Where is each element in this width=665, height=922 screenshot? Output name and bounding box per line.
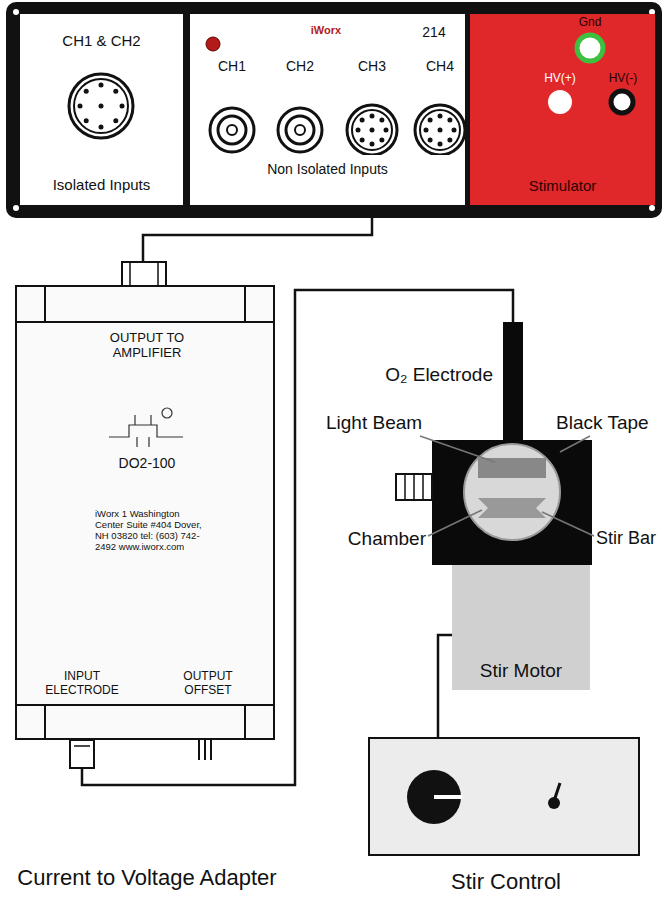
light-beam [478, 458, 546, 478]
black-tape-block [432, 440, 592, 565]
node-label: Stir Motor [452, 660, 590, 682]
node-label: iWorx 1 Washington Center Suite #404 Dov… [95, 509, 205, 553]
leader-line [560, 436, 590, 452]
node-label: CH4 [402, 58, 478, 74]
plug-ridge [129, 262, 131, 286]
nozzle-ridge [413, 474, 415, 500]
plug-ridge [157, 262, 159, 286]
nozzle-ridge [422, 474, 424, 500]
node-label: CH2 [262, 58, 338, 74]
stir-motor: Stir Motor [452, 565, 590, 690]
part-label: Chamber [318, 528, 426, 550]
node-label: OUTPUT OFFSET [165, 670, 251, 698]
panel-frame [6, 2, 662, 218]
node-label: DO2-100 [77, 455, 217, 471]
node-label: CH1 [194, 58, 270, 74]
stir-bar [478, 498, 546, 518]
part-label: Gnd [570, 16, 610, 30]
inlet-nozzle [396, 474, 432, 500]
non-isolated-input-section: Non Isolated InputsCH1CH2CH3CH4 [190, 14, 465, 205]
node-label: OUTPUT TO AMPLIFIER [102, 331, 192, 361]
cable-plug [122, 262, 166, 286]
screw-hole [13, 9, 19, 15]
node-label: Isolated Inputs [20, 176, 183, 193]
channel-jack: CH3 [344, 58, 400, 155]
stir-control: Stir Control [368, 737, 640, 856]
bnc-connector [70, 740, 94, 768]
current-to-voltage-adapter: OUTPUT TO AMPLIFIER DO2-100 iWorx 1 Washin… [15, 285, 275, 740]
screw-hole [649, 205, 655, 211]
node-label: Current to Voltage Adapter [17, 865, 277, 890]
part-label: Stir Bar [596, 528, 662, 549]
stir-control-knobs [370, 739, 638, 854]
part-label: HV(-) [600, 72, 646, 86]
stimulator-terminals [470, 14, 655, 205]
nozzle-ridge [404, 474, 406, 500]
node-label: CH3 [334, 58, 410, 74]
cable [438, 635, 452, 737]
channel-jack: CH4 [412, 58, 468, 155]
bnc-ridge [74, 745, 90, 747]
node-label: Stimulator [470, 177, 655, 194]
channel-jack: CH1 [204, 58, 260, 155]
node-label: O₂ Electrode [373, 364, 493, 386]
channel-jack: CH2 [272, 58, 328, 155]
oxygen-electrode: O₂ Electrode [503, 322, 523, 440]
part-label: iWorx [294, 24, 358, 37]
stimulator-section: Stimulator [470, 14, 655, 205]
part-label: 214 [412, 24, 456, 40]
leader-line [420, 436, 495, 462]
part-label: HV(+) [538, 72, 582, 86]
part-label: Black Tape [556, 412, 662, 434]
offset-knob [199, 740, 211, 760]
node-label: INPUT ELECTRODE [39, 670, 125, 698]
part-label: Light Beam [326, 412, 446, 434]
node-label: CH1 & CH2 [20, 32, 183, 49]
leader-line [542, 512, 594, 536]
screw-hole [13, 205, 19, 211]
node-label: Stir Control [370, 869, 642, 894]
chamber [464, 444, 560, 540]
leader-line [428, 510, 482, 536]
node-label: Non Isolated Inputs [230, 161, 425, 177]
isolated-input-section: CH1 & CH2Isolated Inputs [20, 14, 183, 205]
